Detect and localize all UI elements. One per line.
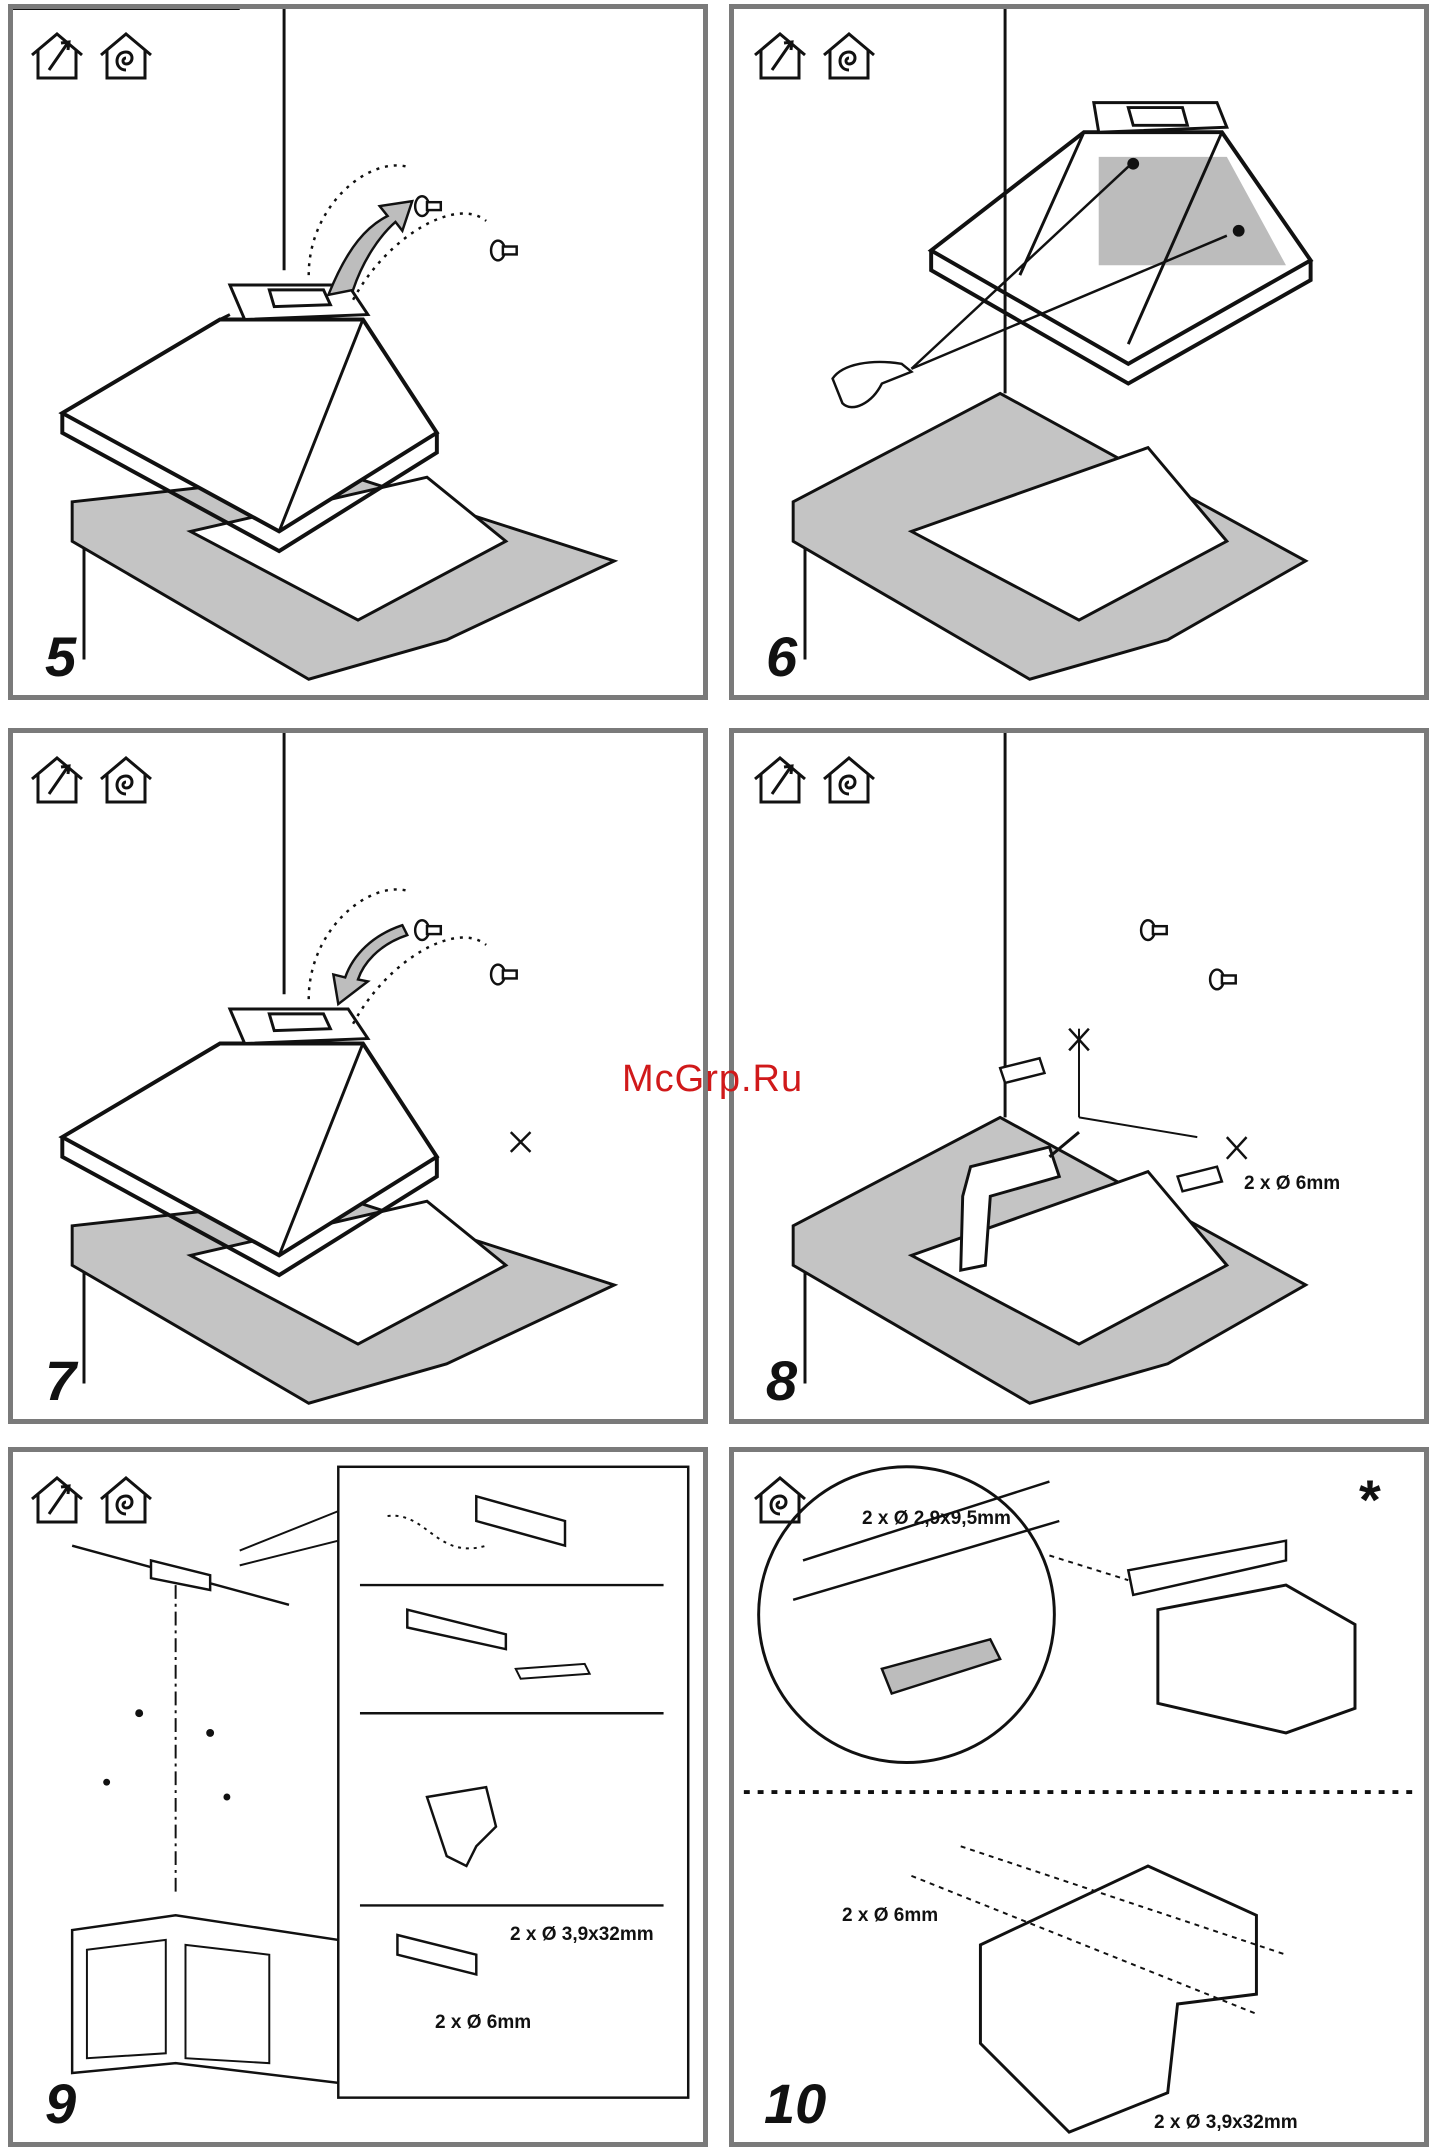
extraction-mode-icon bbox=[752, 30, 808, 82]
recirculation-mode-icon bbox=[98, 754, 154, 806]
recirculation-mode-icon bbox=[752, 1474, 808, 1526]
screw-size-label: 2 x Ø 3,9x32mm bbox=[510, 1924, 654, 1946]
step-7-panel: 7 bbox=[8, 728, 708, 1424]
extraction-mode-icon bbox=[29, 1474, 85, 1526]
recirculation-mode-icon bbox=[821, 754, 877, 806]
dowel-size-label: 2 x Ø 6mm bbox=[435, 2012, 531, 2034]
watermark: McGrp.Ru bbox=[622, 1058, 803, 1101]
small-screw-size-label: 2 x Ø 2,9x9,5mm bbox=[862, 1508, 1011, 1530]
step-9-illustration bbox=[13, 1452, 703, 2142]
extraction-mode-icon bbox=[29, 30, 85, 82]
recirculation-mode-icon bbox=[98, 30, 154, 82]
step-8-panel: 2 x Ø 6mm 8 bbox=[729, 728, 1429, 1424]
extraction-mode-icon bbox=[752, 754, 808, 806]
screw-size-label: 2 x Ø 3,9x32mm bbox=[1154, 2112, 1298, 2134]
step-10-illustration bbox=[734, 1452, 1424, 2142]
step-number: 8 bbox=[766, 1353, 797, 1409]
step-6-panel: 6 bbox=[729, 4, 1429, 700]
dowel-size-label: 2 x Ø 6mm bbox=[842, 1905, 938, 1927]
step-number: 7 bbox=[45, 1353, 76, 1409]
step-number: 9 bbox=[45, 2076, 76, 2132]
extraction-mode-icon bbox=[29, 754, 85, 806]
optional-asterisk: * bbox=[1359, 1472, 1381, 1528]
step-5-illustration bbox=[13, 9, 703, 695]
recirculation-mode-icon bbox=[821, 30, 877, 82]
step-10-panel: 2 x Ø 2,9x9,5mm * 2 x Ø 6mm 2 x Ø 3,9x32… bbox=[729, 1447, 1429, 2147]
dowel-size-label: 2 x Ø 6mm bbox=[1244, 1173, 1340, 1195]
step-5-panel: 5 bbox=[8, 4, 708, 700]
step-number: 5 bbox=[45, 629, 76, 685]
step-9-panel: 2 x Ø 3,9x32mm 2 x Ø 6mm 9 bbox=[8, 1447, 708, 2147]
step-6-illustration bbox=[734, 9, 1424, 695]
recirculation-mode-icon bbox=[98, 1474, 154, 1526]
step-number: 10 bbox=[764, 2076, 826, 2132]
step-number: 6 bbox=[766, 629, 797, 685]
step-8-illustration bbox=[734, 733, 1424, 1419]
step-7-illustration bbox=[13, 733, 703, 1419]
